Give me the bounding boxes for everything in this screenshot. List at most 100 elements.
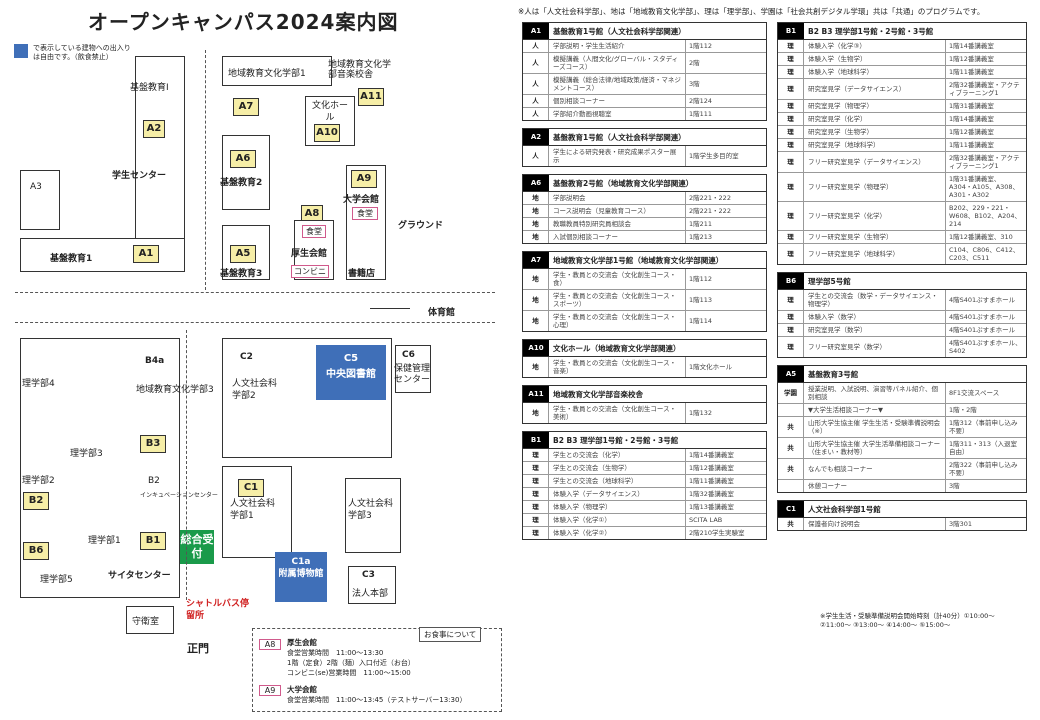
program-cell: 体験入学（化学①） (549, 514, 686, 526)
location-cell: 4階S401ぷすまホール、S402 (949, 339, 1022, 355)
table-row: 地コース説明会（児童教育コース）2階221・222 (523, 205, 766, 218)
table-row: 人模擬講義（総合法律/地域政策/経済・マネジメントコース）3階 (523, 74, 766, 95)
marker-a5[interactable]: A5 (230, 245, 256, 263)
program-cell: 学生との交流会（数学・データサイエンス・物理学） (804, 290, 946, 310)
dept-cell: 理 (523, 488, 549, 500)
dept-cell: 人 (523, 74, 549, 94)
marker-a1[interactable]: A1 (133, 245, 159, 263)
program-cell: コース説明会（児童教育コース） (549, 205, 686, 217)
location-cell: 3階301 (949, 520, 973, 528)
location-cell: 1階13番講義室 (689, 503, 734, 511)
bldg-c3 (348, 566, 396, 604)
building-tag: A5 (778, 366, 804, 382)
label: 厚生会館 (291, 249, 328, 259)
location-cell: 1階311・313（入退室自由） (949, 440, 1017, 456)
dept-cell: 理 (778, 113, 804, 125)
bldg-a3 (20, 170, 60, 230)
location-cell: 1階12番講義室 (949, 55, 994, 63)
table-row: 理学生との交流会（地球科学）1階11番講義室 (523, 475, 766, 488)
table-title: 基盤教育3号館 (808, 369, 859, 379)
meal-a9-name: 大学会館 (287, 685, 317, 694)
marker-a7[interactable]: A7 (233, 98, 259, 116)
bldg-kiban (135, 56, 185, 271)
building-tag: A11 (523, 386, 549, 402)
program-cell: 研究室見学（生物学） (804, 126, 946, 138)
label: B2 (148, 476, 160, 486)
marker-c1[interactable]: C1 (238, 479, 264, 497)
bldg-kiban1 (20, 238, 185, 272)
legend-swatch (14, 44, 28, 58)
reception-badge[interactable]: 総合受付 (180, 530, 214, 564)
program-cell: 研究室見学（データサイエンス） (804, 79, 946, 99)
marker-a6[interactable]: A6 (230, 150, 256, 168)
program-cell: 教職教員特別研究員相談会 (549, 218, 686, 230)
program-cell: 研究室見学（化学） (804, 113, 946, 125)
marker-b2[interactable]: B2 (23, 492, 49, 510)
table-title: 人文社会科学部1号館 (808, 504, 881, 514)
program-cell: フリー研究室見学（化学） (804, 202, 946, 230)
program-cell: フリー研究室見学（地球科学） (804, 244, 946, 264)
table-row: 理フリー研究室見学（生物学）1階12番講義室、310 (778, 231, 1026, 244)
dept-cell: 理 (778, 40, 804, 52)
marker-b6[interactable]: B6 (23, 542, 49, 560)
label: グラウンド (398, 221, 444, 231)
label: 学生センター (112, 171, 167, 181)
marker-a11[interactable]: A11 (358, 88, 384, 106)
program-cell: 学生による研究発表・研究成果ポスター展示 (549, 146, 686, 166)
program-cell: 個別相談コーナー (549, 95, 686, 107)
table-row: 理研究室見学（地球科学）1階11番講義室 (778, 139, 1026, 152)
label: 書籍店 (348, 269, 376, 279)
marker-a10[interactable]: A10 (314, 124, 340, 142)
location-cell: 2階32番講義室・アクティブラーニング1 (949, 154, 1020, 170)
building-tag: B6 (778, 273, 804, 289)
building-tag: C1 (778, 501, 804, 517)
location-cell: 2階221・222 (689, 207, 731, 215)
location-cell: B202、229・221・W608、B102、A204、214 (949, 204, 1022, 228)
program-cell: 授業説明、入試説明、演習等パネル紹介、個別相談 (804, 383, 946, 403)
marker-a9[interactable]: A9 (351, 170, 377, 188)
label: A3 (30, 182, 42, 192)
dept-cell: 理 (778, 53, 804, 65)
location-cell: 1階32番講義室 (689, 490, 734, 498)
location-cell: C104、C806、C412、C203、C511 (949, 246, 1020, 262)
meal-tag-a9: A9 (259, 685, 281, 696)
dept-cell (778, 404, 804, 416)
label: 守衛室 (132, 617, 160, 627)
marker-a2[interactable]: A2 (143, 120, 165, 138)
footnote: ※学生生活・受験準備説明会開始時刻（計40分）①10:00〜 ②11:00〜 ③… (820, 612, 995, 629)
table-row: 理フリー研究室見学（化学）B202、229・221・W608、B102、A204… (778, 202, 1026, 231)
label: 理学部3 (70, 449, 103, 459)
dept-cell: 理 (778, 337, 804, 357)
marker-b3[interactable]: B3 (140, 435, 166, 453)
location-cell: 1階112 (689, 42, 713, 50)
dept-cell: 理 (778, 66, 804, 78)
marker-b1[interactable]: B1 (140, 532, 166, 550)
location-cell: 4階S401ぷすまホール (949, 313, 1016, 321)
label: 人文社会科学部3 (348, 499, 394, 521)
location-cell: 4階S401ぷすまホール (949, 296, 1016, 304)
location-cell: 2階 (689, 59, 700, 67)
program-cell: 山形大学生協主催 大学生活準備相談コーナー（住まい・教材等） (804, 438, 946, 458)
program-cell: 模擬講義（総合法律/地域政策/経済・マネジメントコース） (549, 74, 686, 94)
meal-a9-line: 食堂営業時間 11:00〜13:45（テストサーバー13:30） (287, 696, 467, 704)
program-cell: 入試個別相談コーナー (549, 231, 686, 243)
dept-cell: 理 (778, 139, 804, 151)
location-cell: 1階14番講義室 (689, 451, 734, 459)
dept-cell: 理 (778, 173, 804, 201)
table-row: 理研究室見学（数学）4階S401ぷすまホール (778, 324, 1026, 337)
dept-cell: 学園 (778, 383, 804, 403)
dept-cell: 理 (778, 231, 804, 243)
